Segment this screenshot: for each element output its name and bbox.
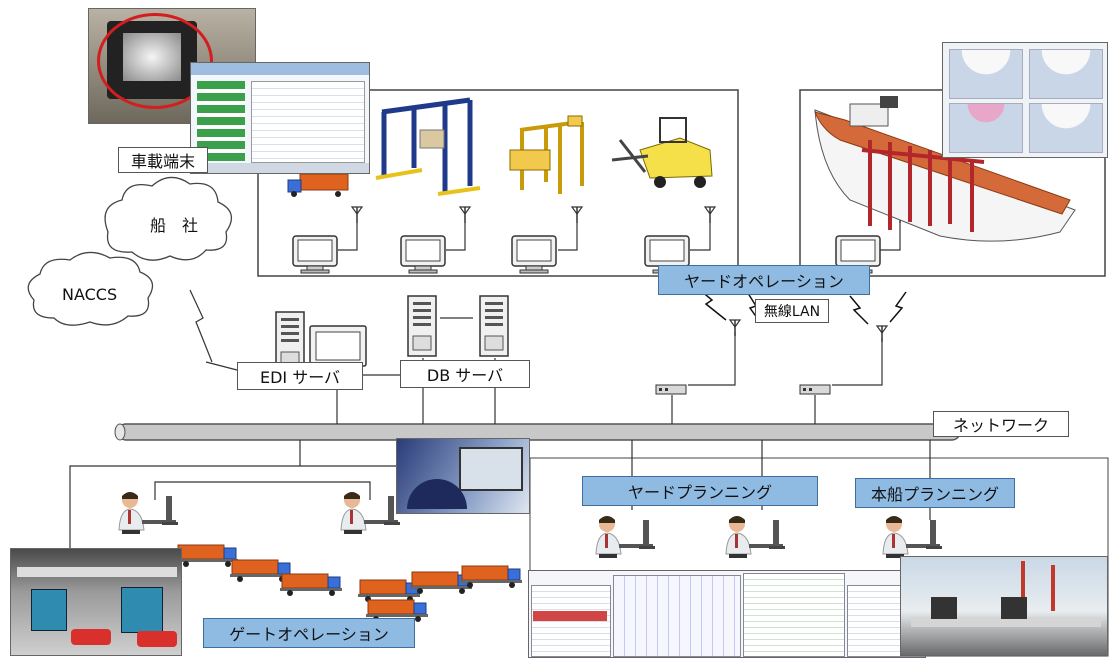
vessel-planning-label: 本船プランニング (855, 478, 1015, 508)
wireless-lan-label: 無線LAN (755, 299, 829, 323)
planning-screenshots (528, 570, 926, 658)
yard-equipment-box (257, 89, 739, 277)
gate-photo (10, 548, 182, 656)
antenna-icon (704, 206, 716, 224)
monitor-icon (292, 235, 338, 274)
antenna-icon (351, 206, 363, 224)
operator-workstation-icon (882, 515, 943, 559)
onboard-terminal-label: 車載端末 (118, 147, 208, 173)
straddle-carrier-illustration (509, 115, 584, 194)
lightning-icon (699, 289, 907, 325)
monitor-icon (400, 235, 446, 274)
vessel-planning-screenshot (942, 42, 1108, 158)
network-hub-icon (655, 384, 687, 395)
gate-trucks-illustration (175, 544, 523, 623)
network-backbone (114, 423, 961, 441)
antenna-icon (571, 206, 583, 224)
edi-server-icon (275, 311, 367, 373)
terminal-screen-screenshot (190, 62, 370, 174)
server-tower-icon (407, 295, 437, 357)
cloud-icon (104, 176, 233, 261)
cloud-icon (27, 251, 154, 326)
antenna-icon (876, 325, 888, 343)
naccs-label: NACCS (62, 285, 118, 304)
operator-at-desk-photo (396, 438, 530, 514)
monitor-icon (511, 235, 557, 274)
gantry-crane-illustration (375, 97, 481, 196)
operator-workstation-icon (118, 491, 179, 535)
yard-planning-label: ヤードプランニング (582, 476, 818, 506)
control-room-photo (900, 556, 1108, 656)
yard-operation-label: ヤードオペレーション (658, 265, 870, 295)
network-hub-icon (799, 384, 831, 395)
antenna-icon (459, 206, 471, 224)
operator-workstation-icon (595, 515, 656, 559)
operator-workstation-icon (725, 515, 786, 559)
forklift-illustration (611, 117, 713, 188)
shipping-line-label: 船 社 (150, 216, 199, 235)
edi-server-label: EDI サーバ (237, 362, 363, 390)
gate-operation-label: ゲートオペレーション (203, 618, 415, 648)
network-label: ネットワーク (933, 411, 1069, 437)
container-ship-illustration (814, 96, 1076, 242)
server-tower-icon (479, 295, 509, 357)
truck-illustration (287, 173, 349, 197)
antenna-icon (729, 319, 741, 337)
db-server-label: DB サーバ (400, 360, 530, 388)
